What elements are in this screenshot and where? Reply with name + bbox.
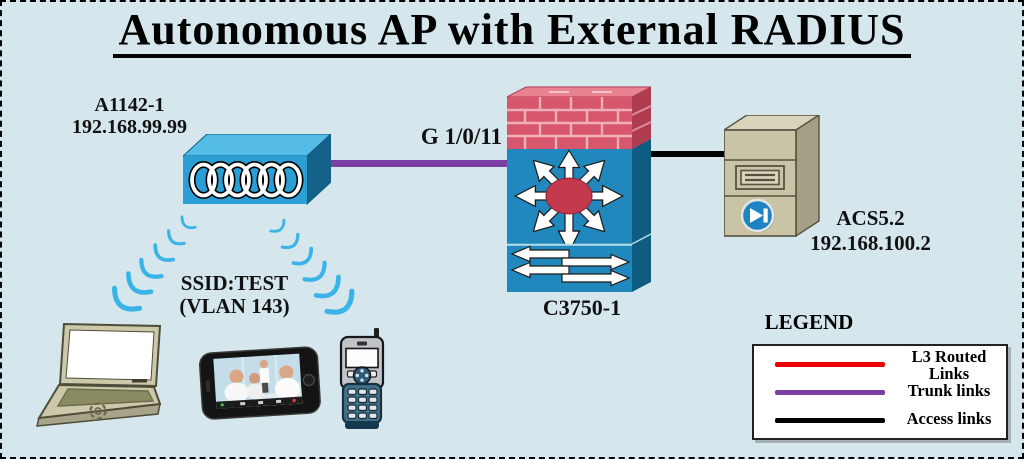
video-call-screen (216, 355, 303, 409)
keypad-icon (347, 388, 378, 420)
cellphone-icon (339, 328, 385, 429)
legend-line-access (775, 418, 885, 423)
ap-label: A1142-1 192.168.99.99 (47, 94, 212, 139)
home-button-icon (302, 373, 315, 387)
legend-box: L3 Routed Links Trunk links Access links (752, 344, 1008, 440)
ssid-name: SSID:TEST (180, 271, 289, 295)
access-link-line (647, 151, 729, 157)
legend-line-trunk (775, 390, 885, 395)
trunk-port-label: G 1/0/11 (420, 124, 502, 149)
page-title: Autonomous AP with External RADIUS (2, 4, 1022, 59)
legend-label-l3-routed: L3 Routed Links (911, 347, 987, 384)
firewall-icon (507, 87, 652, 149)
server-ip: 192.168.100.2 (810, 230, 931, 255)
legend-line-l3-routed (775, 362, 885, 367)
ap-ip: 192.168.99.99 (72, 116, 187, 139)
ssid-vlan: (VLAN 143) (179, 294, 290, 319)
access-point-icon (183, 134, 331, 206)
l3-switch-icon (507, 149, 632, 253)
server-label: ACS5.2 192.168.100.2 (793, 206, 948, 256)
laptop-icon (36, 322, 162, 427)
server-brand-badge-icon (740, 198, 775, 233)
l2-switch-icon (507, 243, 632, 292)
c3750-switch-stack-icon (507, 86, 652, 292)
server-name: ACS5.2 (836, 206, 905, 230)
legend-heading: LEGEND (764, 310, 854, 334)
legend-label-trunk: Trunk links (907, 381, 991, 400)
laptop-trackball-icon (89, 402, 107, 420)
legend-label-access: Access links (906, 409, 992, 428)
trunk-link-line (319, 160, 510, 167)
server-drive-panel (735, 165, 785, 190)
ap-name: A1142-1 (94, 94, 165, 116)
nav-pad-icon (352, 366, 372, 385)
switch-label: C3750-1 (542, 295, 622, 320)
smartphone-icon (198, 346, 321, 420)
radius-server-icon (724, 115, 820, 238)
ssid-label: SSID:TEST (VLAN 143) (152, 271, 317, 319)
